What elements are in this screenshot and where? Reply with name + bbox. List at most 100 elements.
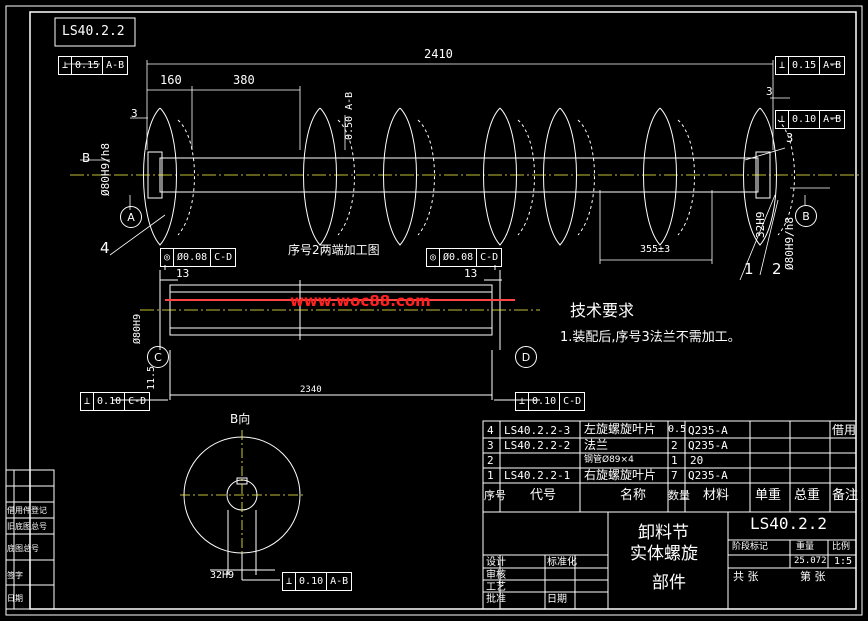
tb-weight: 25.072 bbox=[794, 556, 827, 566]
bom-borrow: 借用 bbox=[832, 423, 857, 437]
dim-shaft-dia-right: Ø80H9/h8 bbox=[783, 217, 796, 270]
dim-3-right-top: 3 bbox=[766, 85, 773, 98]
dim-keyway-right: 32H9 bbox=[754, 211, 767, 239]
tb-date: 日期 bbox=[547, 594, 567, 605]
bom-r3-material: Q235-A bbox=[688, 469, 728, 482]
bom-r1-name: 法兰 bbox=[584, 438, 609, 452]
dim-overall: 2410 bbox=[424, 47, 453, 61]
bom-r3-qty: 7 bbox=[671, 469, 678, 482]
flight-blade bbox=[383, 107, 417, 246]
flight-blade bbox=[303, 107, 337, 246]
dim-13-left: 13 bbox=[176, 267, 190, 280]
bom-r3-code: LS40.2.2-1 bbox=[504, 469, 571, 482]
dim-detail-dia: Ø80H9 bbox=[132, 313, 143, 344]
bom-h-total: 总重 bbox=[794, 488, 821, 503]
tb-approve: 批准 bbox=[486, 594, 506, 605]
screw-flights bbox=[143, 107, 795, 246]
flight-blade bbox=[643, 107, 677, 246]
bom-r3-no: 1 bbox=[487, 469, 494, 482]
view-title: B向 bbox=[230, 412, 251, 426]
bom-h-name: 名称 bbox=[620, 488, 647, 503]
tech-note: 1.装配后,序号3法兰不需加工。 bbox=[560, 330, 741, 345]
datum-c: C bbox=[147, 346, 169, 368]
bom-r0-no: 4 bbox=[487, 424, 494, 437]
bom-r1-qty: 2 bbox=[671, 439, 678, 452]
flight-hidden-edge bbox=[677, 119, 695, 236]
bom-h-no: 序号 bbox=[484, 489, 506, 502]
tb-sheet-total: 共 张 bbox=[733, 570, 759, 583]
side-sign: 签字 bbox=[7, 571, 23, 580]
balloon-2: 2 bbox=[772, 260, 782, 278]
tol-050: 0.50 A-B bbox=[344, 91, 355, 140]
flight-blade bbox=[483, 107, 517, 246]
main-view bbox=[70, 151, 860, 199]
face-keyway: 32H9 bbox=[210, 570, 235, 581]
datum-b: B bbox=[795, 205, 817, 227]
dim-13-right: 13 bbox=[464, 267, 478, 280]
bom-r2-name: 钢管Ø89×4 bbox=[584, 455, 634, 465]
title-line1: 卸料节 bbox=[638, 523, 689, 543]
flight-hidden-edge bbox=[777, 119, 795, 236]
bom-r0-name: 左旋螺旋叶片 bbox=[584, 422, 657, 436]
watermark: www.woc88.com bbox=[290, 292, 431, 310]
flight-blade bbox=[543, 107, 577, 246]
side-borrow: 借用件登记 bbox=[7, 506, 47, 515]
bom-h-remark: 备注 bbox=[832, 488, 859, 503]
flight-hidden-edge bbox=[177, 119, 195, 236]
tb-process: 工艺 bbox=[486, 582, 506, 593]
bom-r2-qty: 1 bbox=[671, 454, 678, 467]
view-arrow-b: B bbox=[82, 151, 91, 165]
bom-h-code: 代号 bbox=[530, 488, 557, 503]
dim-shaft-dia-left: Ø80H9/h8 bbox=[99, 143, 112, 196]
detail-title: 序号2两端加工图 bbox=[288, 243, 380, 257]
datum-d: D bbox=[515, 346, 537, 368]
bom-r1-code: LS40.2.2-2 bbox=[504, 439, 571, 452]
bom-h-unit: 单重 bbox=[755, 488, 782, 503]
balloon-4: 4 bbox=[100, 239, 110, 257]
dim-detail-115: 11.5 bbox=[146, 365, 157, 390]
flight-hidden-edge bbox=[417, 119, 435, 236]
dim-detail-len: 2340 bbox=[300, 385, 322, 395]
title-number: LS40.2.2 bbox=[750, 514, 828, 533]
bom-r1-no: 3 bbox=[487, 439, 494, 452]
bom-r0-qty: 0.5 bbox=[668, 424, 687, 435]
tb-design: 设计 bbox=[486, 557, 506, 568]
tb-weight-label: 重量 bbox=[796, 542, 815, 552]
tech-title: 技术要求 bbox=[570, 301, 635, 320]
side-total: 底图总号 bbox=[7, 544, 39, 553]
tb-scale: 1:5 bbox=[834, 556, 853, 567]
title-line3: 部件 bbox=[652, 573, 686, 593]
title-line2: 实体螺旋 bbox=[630, 544, 698, 564]
bom-r0-code: LS40.2.2-3 bbox=[504, 424, 571, 437]
dim-380: 380 bbox=[233, 73, 255, 87]
balloon-1: 1 bbox=[744, 260, 754, 278]
flight-hidden-edge bbox=[577, 119, 595, 236]
tb-standard: 标准化 bbox=[547, 557, 577, 568]
bom-r0-material: Q235-A bbox=[688, 424, 728, 437]
bom-r2-no: 2 bbox=[487, 454, 494, 467]
datum-a: A bbox=[120, 206, 142, 228]
flight-blade bbox=[143, 107, 177, 246]
tb-check: 审核 bbox=[486, 570, 506, 581]
flight-hidden-edge bbox=[517, 119, 535, 236]
dim-160: 160 bbox=[160, 73, 182, 87]
bom-h-qty: 数量 bbox=[668, 489, 690, 502]
flight-hidden-edge bbox=[337, 119, 355, 236]
bom-h-material: 材料 bbox=[703, 488, 730, 503]
dim-pitch: 355±3 bbox=[640, 244, 671, 255]
drawing-number: LS40.2.2 bbox=[62, 24, 125, 39]
dim-3-right: 3 bbox=[786, 131, 794, 145]
bom-r1-material: Q235-A bbox=[688, 439, 728, 452]
flight-blade bbox=[743, 107, 777, 246]
side-date: 日期 bbox=[7, 594, 23, 603]
bom-r2-material: 20 bbox=[690, 454, 704, 467]
